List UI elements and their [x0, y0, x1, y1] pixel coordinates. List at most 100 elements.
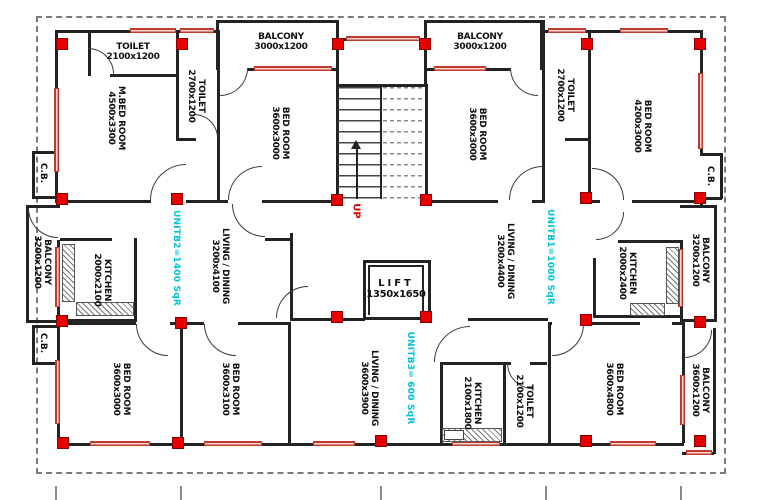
- room-dimensions: 4200x3000: [632, 99, 642, 153]
- window-marker: [90, 441, 150, 446]
- wall-segment: [170, 322, 204, 325]
- room-name: BALCONY: [258, 31, 304, 42]
- column-marker: [176, 38, 188, 50]
- column-marker: [580, 192, 592, 204]
- wall-segment: [542, 20, 545, 202]
- room-name: KITCHEN: [102, 258, 113, 302]
- wall-segment: [700, 153, 722, 156]
- wall-segment: [714, 205, 717, 322]
- room-name: M.BED ROOM: [116, 85, 127, 151]
- window-marker: [610, 441, 656, 446]
- column-marker: [57, 437, 69, 449]
- wall-segment: [290, 233, 293, 321]
- room-dimensions: 3200x4100: [210, 239, 220, 293]
- dimension-tick: [55, 486, 57, 500]
- wall-segment: [428, 260, 431, 320]
- window-marker: [680, 375, 685, 425]
- wall-segment: [217, 200, 228, 203]
- wall-segment: [55, 200, 151, 203]
- wall-segment: [288, 322, 291, 443]
- column-marker: [332, 38, 344, 50]
- room-name: BED ROOM: [121, 362, 132, 416]
- wall-segment: [588, 30, 591, 202]
- column-marker: [694, 192, 706, 204]
- unit-area-label-unit-b3: UNITB3= 600 SqR: [405, 331, 415, 425]
- wall-segment: [57, 322, 136, 325]
- room-name: TOILET: [524, 384, 535, 418]
- wall-segment: [584, 322, 640, 325]
- dimension-tick: [380, 486, 382, 500]
- wall-segment: [424, 20, 542, 23]
- room-dimensions: 3000x1200: [254, 42, 308, 52]
- kitchen-counter-hatch: [630, 303, 665, 316]
- wall-segment: [530, 362, 547, 365]
- room-dimensions: 3000x1200: [453, 42, 507, 52]
- stairs-up-arrow-line: [356, 149, 358, 199]
- window-marker: [55, 360, 60, 424]
- wall-segment: [265, 238, 292, 241]
- column-marker: [375, 435, 387, 447]
- wall-segment: [336, 84, 339, 202]
- kitchen-sink: [444, 430, 464, 440]
- wall-segment: [672, 322, 682, 325]
- stairs-up-arrow-head: [351, 140, 361, 149]
- column-marker: [56, 193, 68, 205]
- column-marker: [171, 193, 183, 205]
- room-dimensions: 2000x2100: [92, 253, 102, 307]
- wall-segment: [32, 151, 59, 154]
- room-dimensions: 4500x3300: [106, 91, 116, 145]
- window-marker: [180, 28, 214, 33]
- room-name: BED ROOM: [614, 362, 625, 416]
- wall-segment: [618, 240, 680, 243]
- wall-segment: [593, 315, 682, 318]
- room-dimensions: 3600x3900: [359, 361, 369, 415]
- column-marker: [420, 194, 432, 206]
- wall-segment: [700, 197, 722, 200]
- wall-segment: [503, 362, 506, 443]
- column-marker: [694, 38, 706, 50]
- wall-segment: [32, 362, 59, 365]
- wall-segment: [682, 322, 685, 330]
- lift-cage-line: [368, 265, 370, 315]
- wall-segment: [363, 317, 430, 320]
- column-marker: [580, 435, 592, 447]
- wall-segment: [60, 238, 112, 241]
- column-marker: [580, 314, 592, 326]
- stairs-up-label: UP: [350, 203, 362, 219]
- wall-segment: [110, 74, 178, 77]
- column-marker: [175, 317, 187, 329]
- window-marker: [55, 247, 60, 307]
- room-name: BED ROOM: [230, 362, 241, 416]
- room-dimensions: 3600x1200: [690, 363, 700, 417]
- wall-segment: [424, 20, 427, 86]
- window-marker: [548, 28, 586, 33]
- window-marker: [54, 88, 59, 172]
- wall-segment: [32, 151, 35, 198]
- room-name: BED ROOM: [280, 106, 291, 160]
- wall-segment: [468, 318, 548, 321]
- window-marker: [620, 28, 668, 33]
- column-marker: [56, 315, 68, 327]
- wall-segment: [632, 200, 702, 203]
- room-dimensions: 3200x4400: [495, 234, 505, 288]
- wall-segment: [262, 200, 337, 203]
- window-marker: [254, 66, 332, 71]
- room-dimensions: 2700x1200: [555, 68, 565, 122]
- window-marker: [130, 28, 176, 33]
- window-marker: [686, 450, 712, 455]
- door-arc: [28, 208, 58, 238]
- column-marker: [331, 311, 343, 323]
- room-dimensions: 3600x3100: [220, 362, 230, 416]
- window-marker: [204, 441, 262, 446]
